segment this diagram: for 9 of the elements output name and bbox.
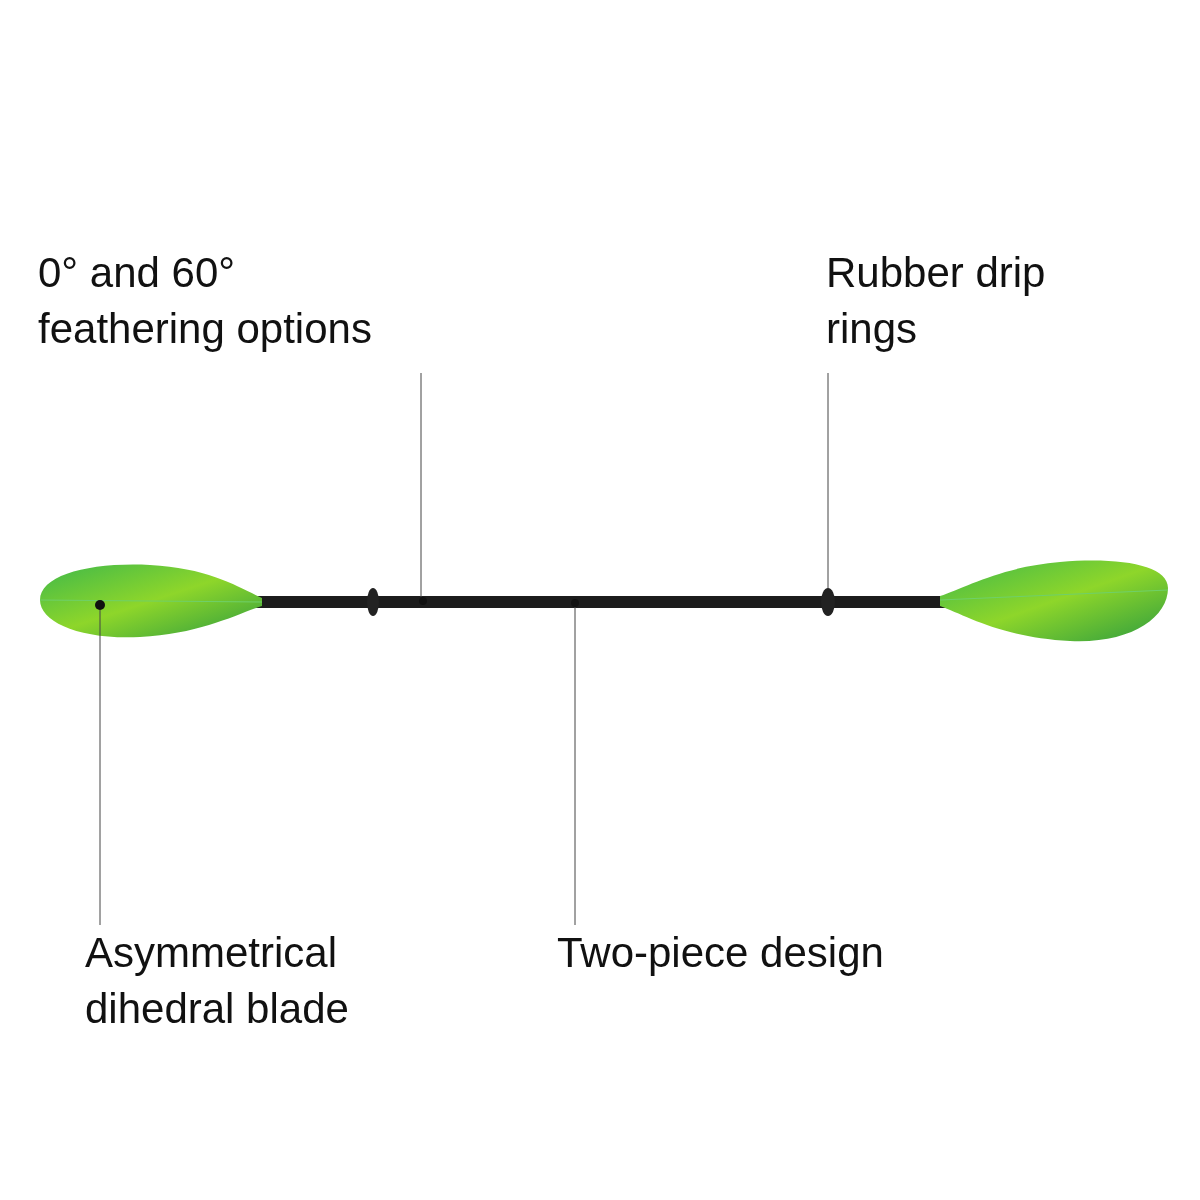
- callout-label: Asymmetrical dihedral blade: [85, 928, 350, 1034]
- leader-line: [420, 372, 422, 598]
- callout-label: 0° and 60° feathering options: [38, 248, 373, 354]
- leader-line: [99, 609, 101, 926]
- drip-ring: [821, 588, 835, 616]
- callout-label: Rubber drip rings: [826, 248, 1047, 354]
- leader-line: [574, 606, 576, 926]
- leader-line: [827, 372, 829, 589]
- callout-label: Two-piece design: [557, 928, 885, 978]
